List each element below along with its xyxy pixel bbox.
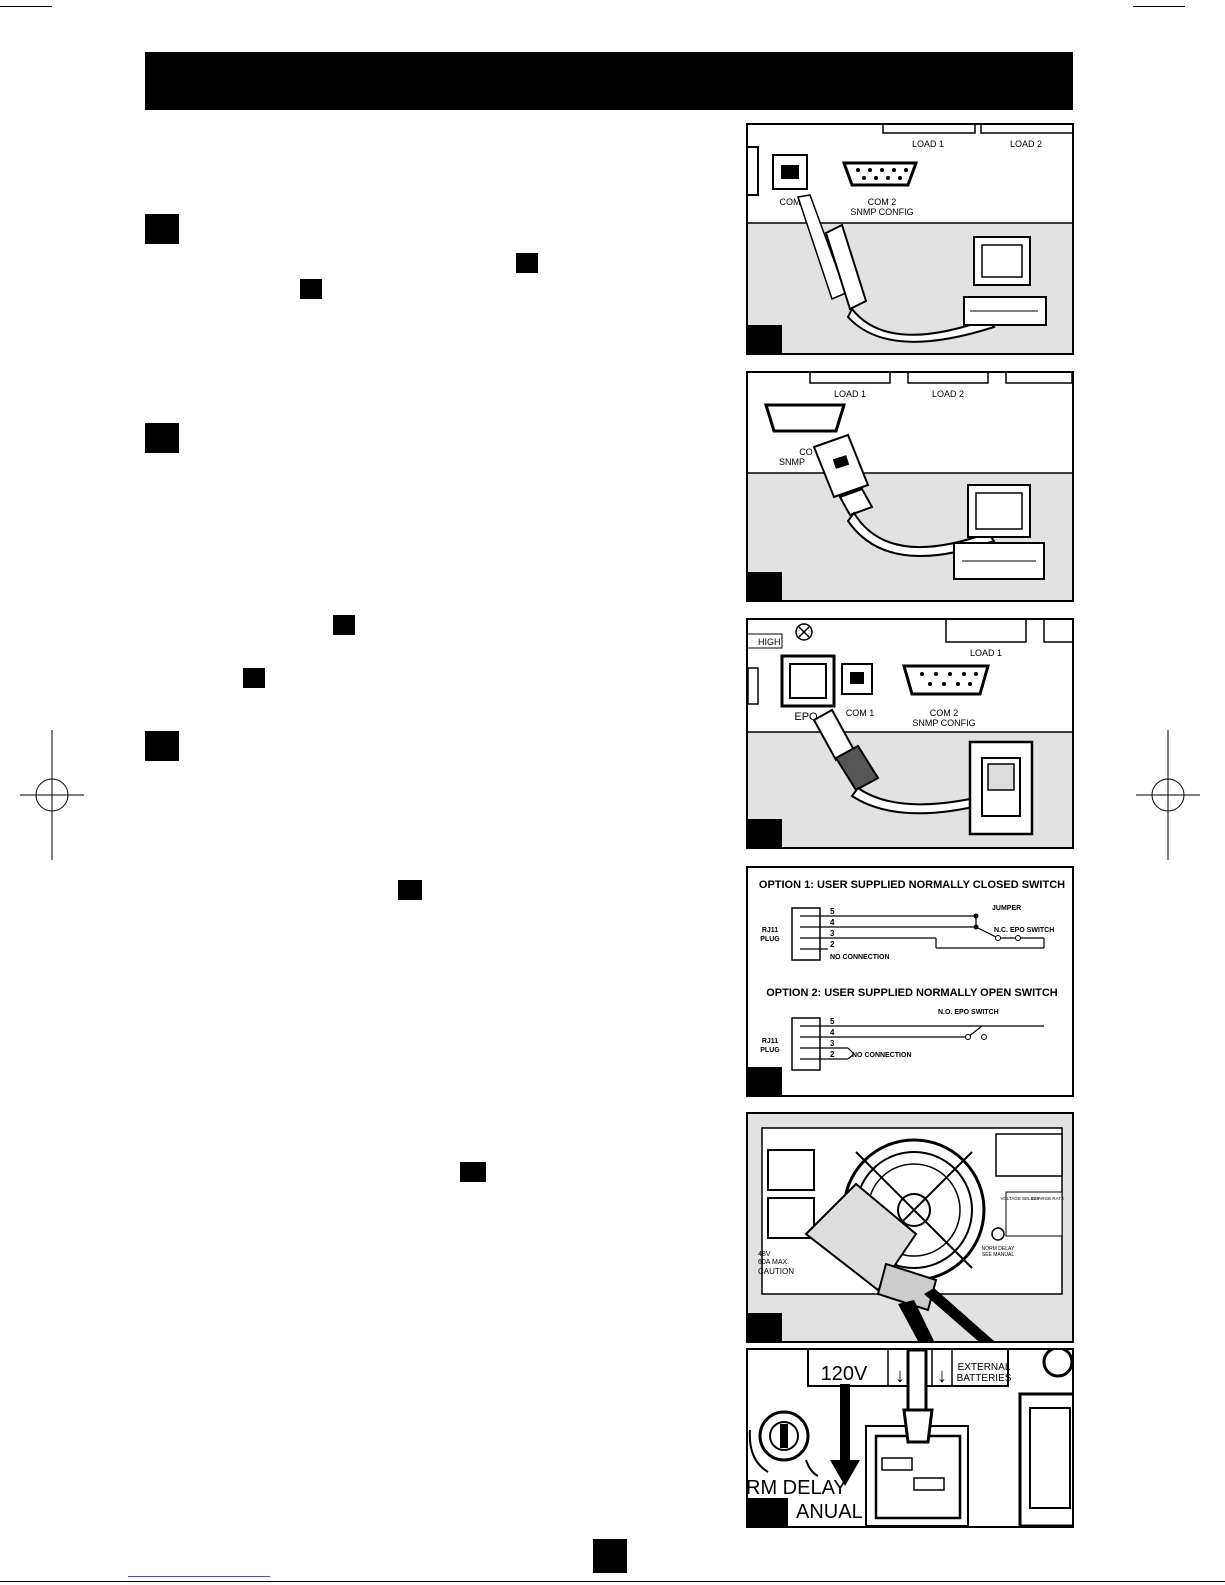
pin-label: 4 xyxy=(830,918,835,927)
plug-label: PLUG xyxy=(760,936,780,943)
label-com1: COM 1 xyxy=(846,708,875,718)
rj11-label: RJ11 xyxy=(762,927,778,934)
registration-mark-left xyxy=(20,730,84,860)
jumper-label: JUMPER xyxy=(992,905,1021,912)
step-number-box xyxy=(145,423,179,453)
label-anual: ANUAL xyxy=(796,1501,863,1523)
svg-text:↓: ↓ xyxy=(937,1365,947,1387)
page-bottom-rule xyxy=(0,1581,1225,1582)
label-epo: EPO xyxy=(794,711,818,723)
pin-label: 2 xyxy=(830,940,835,949)
figure-ref-box xyxy=(398,880,422,900)
no-connection-label: NO CONNECTION xyxy=(852,1052,912,1059)
figure-dip-switch-closeup: 120V ↓ ↓ ↓ EXTERNAL BATTERIES RM DELAY A… xyxy=(746,1348,1074,1528)
label-com: COM xyxy=(780,197,801,207)
pin-label: 3 xyxy=(830,1039,835,1048)
label-load1: LOAD 1 xyxy=(970,648,1002,658)
caution-label: CAUTION xyxy=(758,1267,794,1276)
label-120v: 120V xyxy=(821,1363,868,1385)
figure-ref-box xyxy=(333,615,355,635)
figure-ref-box xyxy=(516,253,538,273)
see-manual-label: SEE MANUAL xyxy=(982,1252,1014,1258)
no-connection-label: NO CONNECTION xyxy=(830,954,890,961)
voltage-select-label: VOLTAGE SELECT xyxy=(1000,1196,1040,1201)
label-load1: LOAD 1 xyxy=(834,389,866,399)
figure-epo-wiring-diagram: OPTION 1: USER SUPPLIED NORMALLY CLOSED … xyxy=(746,866,1074,1097)
label-batteries: BATTERIES xyxy=(957,1373,1012,1384)
pin-label: 2 xyxy=(830,1050,835,1059)
pin-label: 5 xyxy=(830,1017,835,1026)
figure-ref-box xyxy=(243,668,265,688)
page-number-box xyxy=(593,1539,627,1573)
label-snmp-config: SNMP CONFIG xyxy=(912,718,975,728)
label-com-partial: CO xyxy=(799,447,813,457)
figure-ref-box xyxy=(460,1162,486,1182)
step-number-box xyxy=(145,214,179,244)
label-high: HIGH xyxy=(758,637,781,647)
label-snmp-config: SNMP CONFIG xyxy=(850,207,913,217)
label-rm-delay: RM DELAY xyxy=(748,1477,847,1499)
label-load1: LOAD 1 xyxy=(912,139,944,149)
label-load2: LOAD 2 xyxy=(1010,139,1042,149)
charge-rate-label: CHARGE RATE xyxy=(1032,1196,1064,1201)
no-switch-label: N.O. EPO SWITCH xyxy=(938,1009,999,1016)
figure-usb-connection: LOAD 1 LOAD 2 COM COM 2 SNMP CONFIG xyxy=(746,123,1074,355)
pin-label: 5 xyxy=(830,907,835,916)
section-header-bar xyxy=(145,52,1073,110)
registration-mark-right xyxy=(1136,730,1200,860)
svg-text:↓: ↓ xyxy=(895,1365,905,1387)
step-number-box xyxy=(145,731,179,761)
figure-battery-connector: VOLTAGE SELECT CHARGE RATE NORM DELAY SE… xyxy=(746,1112,1074,1343)
footer-link-underline xyxy=(128,1576,270,1577)
nc-switch-label: N.C. EPO SWITCH xyxy=(994,927,1054,934)
label-load2: LOAD 2 xyxy=(932,389,964,399)
crop-line-top-right xyxy=(1133,6,1185,7)
rj11-label: RJ11 xyxy=(762,1038,778,1045)
label-com2: COM 2 xyxy=(930,708,959,718)
voltage-label: 48V xyxy=(758,1251,771,1258)
label-external: EXTERNAL xyxy=(958,1362,1011,1373)
pin-label: 3 xyxy=(830,929,835,938)
figure-epo-connection: HIGH LOAD 1 EPO COM 1 COM 2 SNMP CONFIG xyxy=(746,618,1074,849)
pin-label: 4 xyxy=(830,1028,835,1037)
crop-line-top-left xyxy=(0,6,52,7)
figure-serial-connection: LOAD 1 LOAD 2 CO SNMP xyxy=(746,371,1074,602)
norm-delay-label: NORM DELAY xyxy=(982,1246,1015,1252)
label-com2: COM 2 xyxy=(868,197,897,207)
figure-ref-box xyxy=(300,279,322,299)
label-snmp-partial: SNMP xyxy=(779,457,805,467)
amps-label: 60A MAX. xyxy=(758,1259,789,1266)
option2-title: OPTION 2: USER SUPPLIED NORMALLY OPEN SW… xyxy=(766,987,1058,999)
plug-label: PLUG xyxy=(760,1047,780,1054)
option1-title: OPTION 1: USER SUPPLIED NORMALLY CLOSED … xyxy=(759,879,1065,891)
